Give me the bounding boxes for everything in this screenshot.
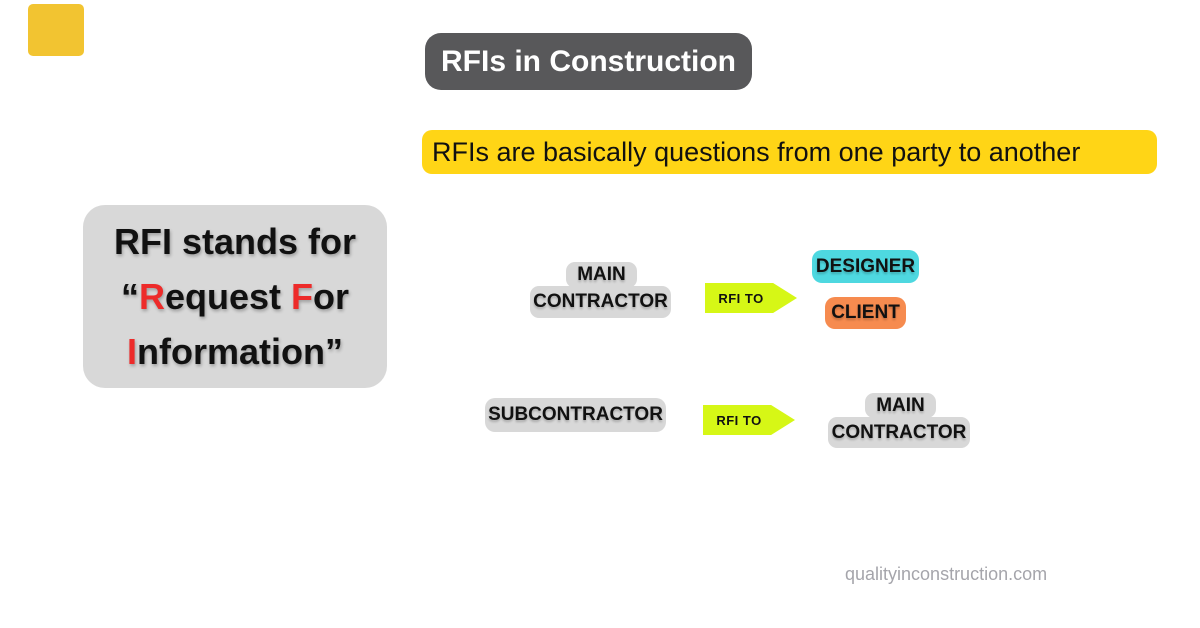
subtitle-banner: RFIs are basically questions from one pa… — [422, 130, 1157, 174]
main-contractor-label-line1: MAIN — [566, 262, 637, 288]
client-label: CLIENT — [825, 297, 906, 329]
main-contractor-2-label-line1: MAIN — [865, 393, 936, 418]
page-title-label: RFIs in Construction — [441, 44, 736, 78]
designer-label: DESIGNER — [812, 250, 919, 283]
rfi-to-arrow-label-2: RFI TO — [716, 412, 762, 428]
rfi-to-arrow-icon: RFI TO — [705, 283, 797, 313]
subcontractor-label: SUBCONTRACTOR — [485, 398, 666, 432]
rfi-to-arrow-icon-2: RFI TO — [703, 405, 795, 435]
page-title: RFIs in Construction — [425, 33, 752, 90]
definition-line-1: RFI stands for — [113, 221, 356, 262]
definition-line-3: Information” — [127, 331, 343, 372]
main-contractor-2-label-line2: CONTRACTOR — [828, 417, 970, 448]
subtitle-text: RFIs are basically questions from one pa… — [432, 136, 1081, 167]
rfi-to-arrow-label: RFI TO — [718, 290, 764, 306]
main-contractor-label-line2: CONTRACTOR — [530, 286, 671, 318]
red-letter-f: F — [291, 276, 314, 317]
red-letter-r: R — [138, 276, 165, 317]
website-credit: qualityinconstruction.com — [845, 564, 1048, 584]
corner-accent-square — [28, 4, 84, 56]
rfi-definition-box: RFI stands for “Request For Information” — [83, 205, 387, 388]
red-letter-i: I — [127, 331, 138, 372]
definition-line-2: “Request For — [120, 276, 350, 317]
